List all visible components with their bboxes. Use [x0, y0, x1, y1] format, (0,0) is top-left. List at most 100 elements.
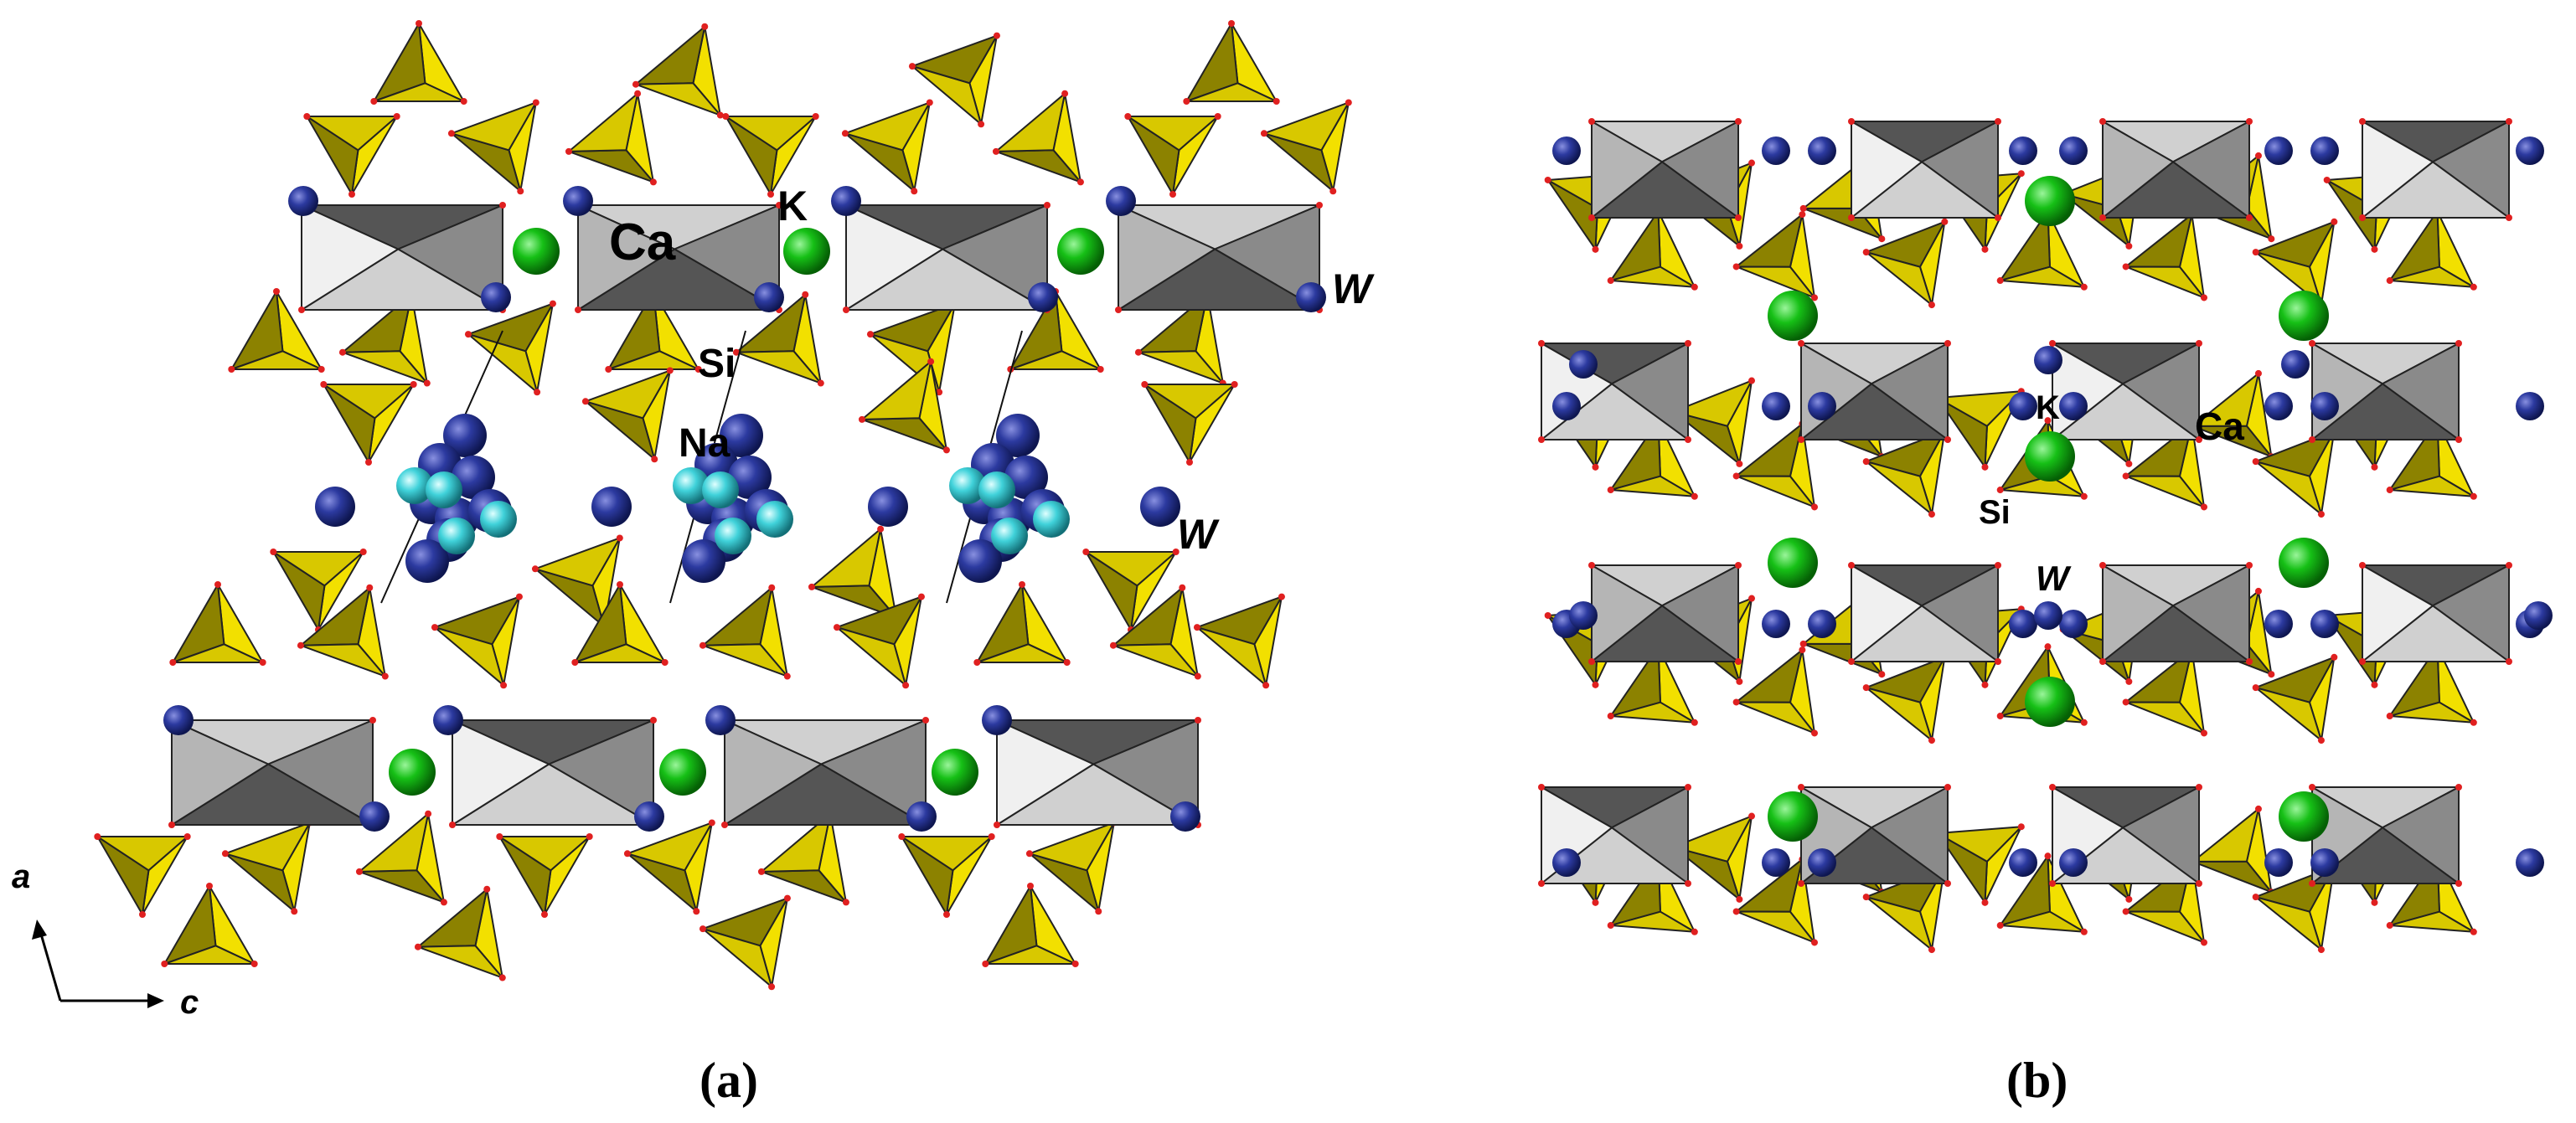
oxygen-atom [1193, 624, 1200, 631]
oxygen-atom [634, 90, 642, 97]
si-tetrahedron-face [1262, 101, 1350, 152]
oxygen-atom [1607, 277, 1614, 285]
label-k: K [777, 183, 808, 229]
ca-octahedron [575, 202, 782, 313]
ca-octahedron-face [1118, 204, 1216, 311]
oxygen-atom [1025, 850, 1033, 858]
oxygen-atom [2049, 784, 2056, 791]
oxygen-atom [693, 908, 700, 915]
si-tetrahedron-face [701, 643, 788, 677]
ca-octahedron-face [301, 204, 400, 311]
ca-octahedron [994, 717, 1201, 828]
oxygen-atom [1941, 218, 1949, 225]
si-tetrahedron-face [416, 888, 488, 948]
si-tetrahedron-face [2124, 910, 2206, 944]
oxygen-atom [423, 379, 431, 387]
oxygen-atom [1878, 671, 1886, 678]
oxygen-atom [1172, 549, 1180, 555]
si-tetrahedron-face [634, 25, 706, 85]
ca-octahedron [1798, 340, 1951, 443]
w-atom [433, 705, 463, 735]
oxygen-atom [2309, 784, 2315, 791]
si-tetrahedron-face [725, 116, 817, 152]
si-tetrahedron-face [2254, 896, 2322, 951]
oxygen-atom [1811, 503, 1819, 511]
w-atom [1569, 350, 1598, 379]
si-tetrahedron-face [2388, 910, 2475, 933]
oxygen-atom [1195, 717, 1201, 724]
si-tetrahedron-face [634, 82, 721, 116]
oxygen-atom [605, 366, 612, 373]
oxygen-atom [843, 307, 849, 313]
oxygen-atom [2246, 214, 2253, 221]
oxygen-atom [701, 23, 709, 30]
oxygen-atom [1685, 436, 1691, 443]
oxygen-atom [460, 98, 467, 105]
oxygen-atom [369, 717, 376, 724]
w-atom [1296, 282, 1326, 312]
oxygen-atom [767, 191, 774, 198]
label-si: Si [1979, 494, 2011, 531]
oxygen-atom [1097, 366, 1104, 373]
oxygen-atom [650, 717, 657, 724]
oxygen-atom [370, 98, 378, 105]
oxygen-atom [1183, 98, 1190, 105]
w-atom [2034, 346, 2062, 374]
oxygen-atom [649, 178, 657, 186]
oxygen-atom [973, 659, 981, 666]
oxygen-atom [2201, 939, 2208, 946]
oxygen-atom [447, 130, 455, 137]
oxygen-atom [2201, 729, 2208, 737]
oxygen-atom [2268, 235, 2275, 243]
oxygen-atom [1691, 283, 1698, 291]
oxygen-atom [982, 961, 989, 967]
si-tetrahedron-face [567, 92, 639, 152]
k-atom [2279, 538, 2329, 588]
k-atom [659, 749, 706, 796]
axis-c-arrowhead [147, 993, 164, 1008]
w-atom [1552, 137, 1581, 165]
oxygen-atom [571, 659, 579, 666]
oxygen-atom [1588, 214, 1595, 221]
oxygen-atom [259, 659, 266, 666]
oxygen-atom [866, 331, 874, 338]
ca-octahedron [1538, 340, 1691, 443]
w-atom [481, 282, 511, 312]
oxygen-atom [917, 593, 925, 600]
oxygen-atom [1848, 658, 1855, 665]
oxygen-atom [1798, 340, 1804, 347]
ca-octahedron-face [845, 204, 944, 311]
ca-octahedron-face [2102, 564, 2174, 662]
na-atom [426, 471, 462, 508]
oxygen-atom [1082, 549, 1090, 555]
oxygen-atom [1944, 880, 1951, 887]
panel-a: Ca K Si Na W W a c (a) [12, 20, 1375, 1108]
oxygen-atom [1141, 381, 1149, 388]
label-na: Na [679, 421, 730, 466]
oxygen-atom [898, 833, 906, 840]
panel-a-caption: (a) [699, 1053, 758, 1108]
oxygen-atom [483, 885, 491, 893]
oxygen-atom [812, 113, 819, 120]
oxygen-atom [1228, 20, 1235, 27]
si-tetrahedron-face [2124, 701, 2206, 734]
oxygen-atom [1748, 159, 1756, 167]
ca-octahedron [298, 202, 506, 313]
si-tetrahedron-face [1735, 265, 1816, 299]
oxygen-atom [2317, 946, 2325, 954]
w-atom [1808, 392, 1836, 420]
ca-octahedron [168, 717, 376, 828]
oxygen-atom [1685, 784, 1691, 791]
oxygen-atom [817, 379, 824, 387]
si-tetrahedron-face [1865, 461, 1933, 516]
oxygen-atom [2080, 928, 2088, 935]
oxygen-atom [273, 288, 280, 295]
oxygen-atom [1169, 191, 1176, 198]
oxygen-atom [877, 525, 885, 533]
oxygen-atom [1862, 458, 1870, 466]
oxygen-atom [2254, 805, 2262, 812]
oxygen-atom [2017, 823, 2025, 831]
oxygen-atom [1862, 249, 1870, 256]
label-w: W [2036, 559, 2072, 598]
